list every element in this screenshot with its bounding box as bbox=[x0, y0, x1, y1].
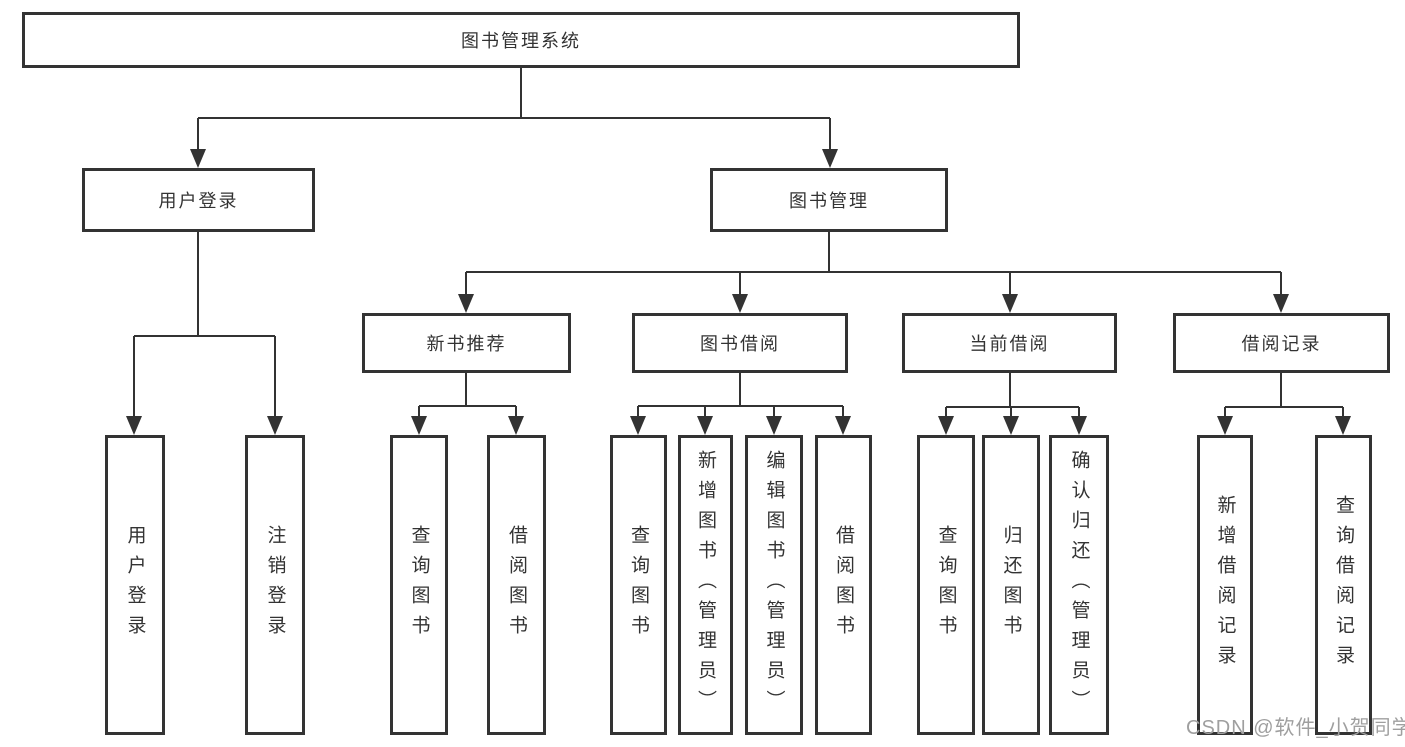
leaf-confirm-return-admin: 确认归还（管理员） bbox=[1049, 435, 1109, 735]
arrow-down-icon bbox=[938, 416, 954, 435]
node-label: 新增图书（管理员） bbox=[695, 450, 716, 720]
node-label: 注销登录 bbox=[264, 525, 286, 645]
connector-new-book-recommendation-children bbox=[418, 372, 517, 418]
node-label: 借阅图书 bbox=[833, 525, 854, 645]
leaf-query-books: 查询图书 bbox=[610, 435, 667, 735]
node-label: 查询图书 bbox=[408, 525, 430, 645]
node-new-book-recommendation: 新书推荐 bbox=[362, 313, 571, 373]
leaf-user-login: 用户登录 bbox=[105, 435, 165, 735]
connector-user-login-children bbox=[133, 232, 276, 418]
arrow-down-icon bbox=[1273, 294, 1289, 313]
node-current-borrowing: 当前借阅 bbox=[902, 313, 1117, 373]
node-user-login: 用户登录 bbox=[82, 168, 315, 232]
node-label: 图书管理系统 bbox=[461, 31, 581, 51]
arrow-down-icon bbox=[411, 416, 427, 435]
leaf-logout: 注销登录 bbox=[245, 435, 305, 735]
arrow-down-icon bbox=[822, 149, 838, 168]
arrow-down-icon bbox=[190, 149, 206, 168]
node-label: 确认归还（管理员） bbox=[1068, 450, 1090, 720]
node-borrowing-records: 借阅记录 bbox=[1173, 313, 1390, 373]
arrow-down-icon bbox=[126, 416, 142, 435]
arrow-down-icon bbox=[732, 294, 748, 313]
node-book-management: 图书管理 bbox=[710, 168, 948, 232]
leaf-borrow-books: 借阅图书 bbox=[815, 435, 872, 735]
leaf-borrow-books: 借阅图书 bbox=[487, 435, 546, 735]
connector-book-management-groups bbox=[465, 232, 1282, 296]
arrow-down-icon bbox=[267, 416, 283, 435]
node-label: 查询图书 bbox=[935, 525, 957, 645]
arrow-down-icon bbox=[1002, 294, 1018, 313]
arrow-down-icon bbox=[1071, 416, 1087, 435]
leaf-query-borrow-record: 查询借阅记录 bbox=[1315, 435, 1372, 735]
arrow-down-icon bbox=[630, 416, 646, 435]
leaf-add-book-admin: 新增图书（管理员） bbox=[678, 435, 733, 735]
node-label: 查询图书 bbox=[628, 525, 649, 645]
node-label: 图书管理 bbox=[789, 191, 869, 211]
leaf-query-books: 查询图书 bbox=[390, 435, 448, 735]
node-book-borrowing: 图书借阅 bbox=[632, 313, 848, 373]
arrow-down-icon bbox=[458, 294, 474, 313]
node-label: 新增借阅记录 bbox=[1214, 495, 1236, 675]
leaf-add-borrow-record: 新增借阅记录 bbox=[1197, 435, 1253, 735]
node-label: 用户登录 bbox=[124, 525, 146, 645]
connector-borrowing-records-children bbox=[1224, 372, 1344, 418]
node-label: 借阅图书 bbox=[506, 525, 527, 645]
arrow-down-icon bbox=[835, 416, 851, 435]
connector-book-borrowing-children bbox=[637, 372, 844, 418]
leaf-edit-book-admin: 编辑图书（管理员） bbox=[745, 435, 803, 735]
node-label: 编辑图书（管理员） bbox=[763, 450, 785, 720]
arrow-down-icon bbox=[697, 416, 713, 435]
arrow-down-icon bbox=[1217, 416, 1233, 435]
leaf-return-books: 归还图书 bbox=[982, 435, 1040, 735]
node-label: 归还图书 bbox=[1000, 525, 1022, 645]
arrow-down-icon bbox=[1003, 416, 1019, 435]
node-library-management-system: 图书管理系统 bbox=[22, 12, 1020, 68]
connector-root-to-level2 bbox=[197, 68, 831, 151]
leaf-query-books: 查询图书 bbox=[917, 435, 975, 735]
watermark: CSDN @软件_小贺同学 bbox=[1186, 717, 1405, 739]
node-label: 查询借阅记录 bbox=[1333, 495, 1354, 675]
node-label: 借阅记录 bbox=[1241, 334, 1322, 354]
node-label: 图书借阅 bbox=[700, 334, 780, 354]
node-label: 当前借阅 bbox=[969, 334, 1050, 354]
node-label: 新书推荐 bbox=[426, 334, 507, 354]
connector-current-borrowing-children bbox=[945, 372, 1080, 418]
arrow-down-icon bbox=[766, 416, 782, 435]
arrow-down-icon bbox=[508, 416, 524, 435]
node-label: 用户登录 bbox=[158, 191, 239, 211]
arrow-down-icon bbox=[1335, 416, 1351, 435]
